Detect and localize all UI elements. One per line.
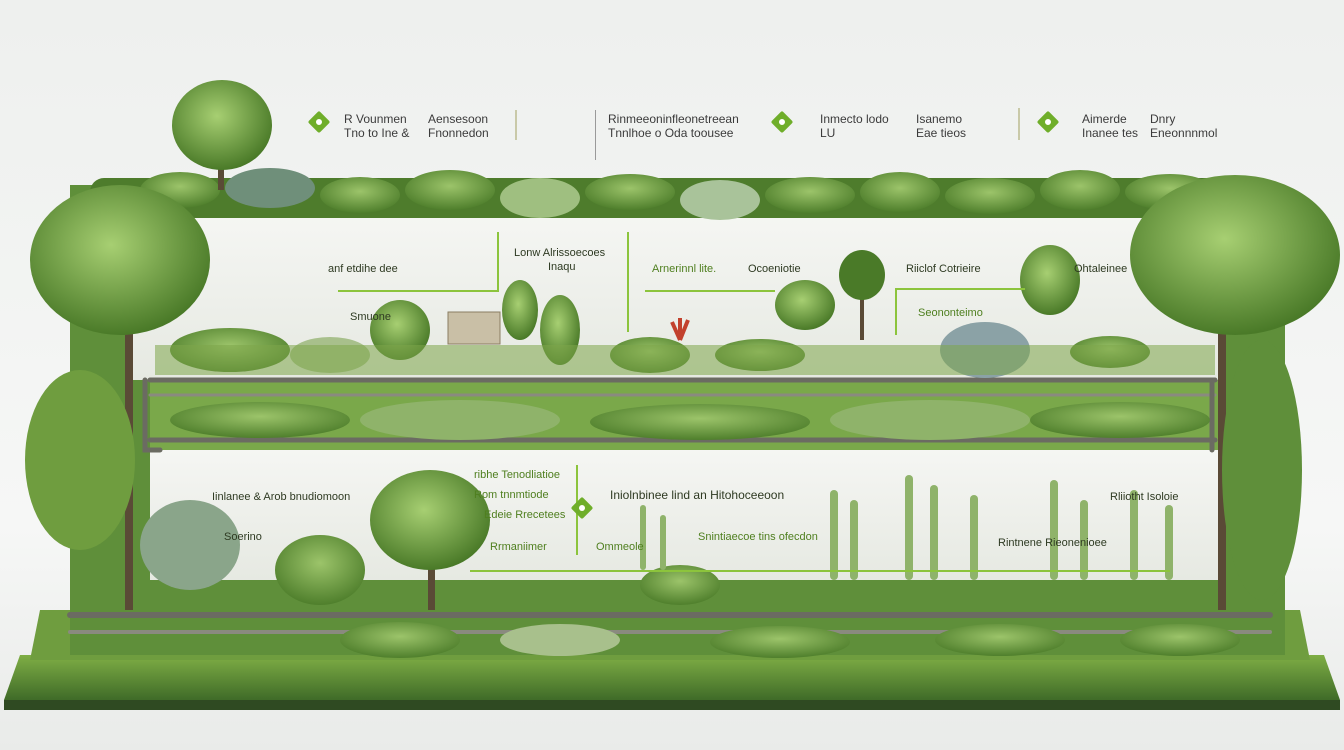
upper-label: Arnerinnl lite.	[652, 263, 717, 275]
upper-label: Ocoeniotie	[748, 263, 801, 275]
upper-vegetation	[155, 245, 1215, 378]
header-divider	[515, 110, 517, 140]
roof-hedge	[90, 168, 1270, 220]
lower-label: Ommeole	[596, 541, 644, 553]
callout-line	[895, 288, 1025, 290]
callout-line	[338, 290, 498, 292]
lower-label: Rintnene Rieonenioee	[998, 537, 1107, 549]
tree-right	[1130, 175, 1340, 610]
lower-label: Edeie Rrecetees	[484, 509, 566, 521]
tree-lower-left	[140, 470, 490, 610]
tree-top-left	[172, 80, 272, 190]
upper-label: Inaqu	[548, 261, 576, 273]
upper-label: Lonw Alrissoecoes	[514, 247, 606, 259]
lower-label: Iniolnbinee lind an Hitohoceeoon	[610, 488, 785, 502]
upper-label: Seononteimo	[918, 307, 983, 319]
upper-label: Smuone	[350, 311, 391, 323]
lower-label: Rom tnnmtiode	[474, 489, 549, 501]
lower-label: Iinlanee & Arob bnudiomoon	[212, 491, 351, 503]
header-divider	[1018, 108, 1020, 140]
tree-left	[25, 185, 210, 610]
callout-line	[497, 232, 499, 292]
callout-line	[627, 232, 629, 332]
lower-label: Soerino	[224, 531, 262, 543]
callout-line	[645, 290, 775, 292]
callout-line	[895, 290, 897, 335]
lower-label: Rliiotht Isoloie	[1110, 491, 1179, 503]
upper-label: Ohtaleinee	[1074, 263, 1128, 275]
lower-label: Snintiaecoe tins ofecdon	[698, 531, 818, 543]
lower-vegetation	[275, 475, 1240, 658]
callout-line	[470, 570, 1170, 572]
lower-label: ribhe Tenodliatioe	[474, 469, 561, 481]
header-divider	[595, 110, 596, 160]
upper-label: Riiclof Cotrieire	[906, 263, 981, 275]
upper-label: anf etdihe dee	[328, 263, 398, 275]
mid-hedge	[170, 400, 1210, 440]
lower-label: Rrmaniimer	[490, 541, 547, 553]
